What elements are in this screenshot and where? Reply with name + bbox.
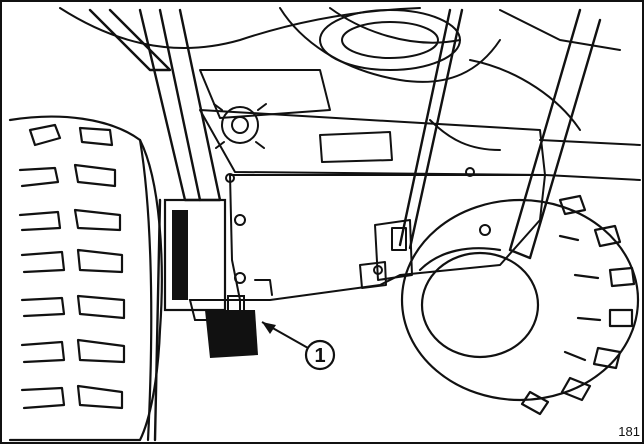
- callout-arrowhead: [262, 322, 276, 334]
- callout-1: 1: [261, 321, 336, 371]
- sprocket: [213, 103, 267, 149]
- chassis-plate: [199, 109, 641, 301]
- callout-circle: [304, 339, 336, 371]
- callout-label: 1: [314, 345, 325, 367]
- engine-housing: [59, 7, 621, 151]
- figure-number: 181: [618, 424, 640, 439]
- linkage-bracket: [359, 219, 413, 289]
- right-tire: [400, 194, 640, 416]
- lower-bracket: [153, 198, 258, 442]
